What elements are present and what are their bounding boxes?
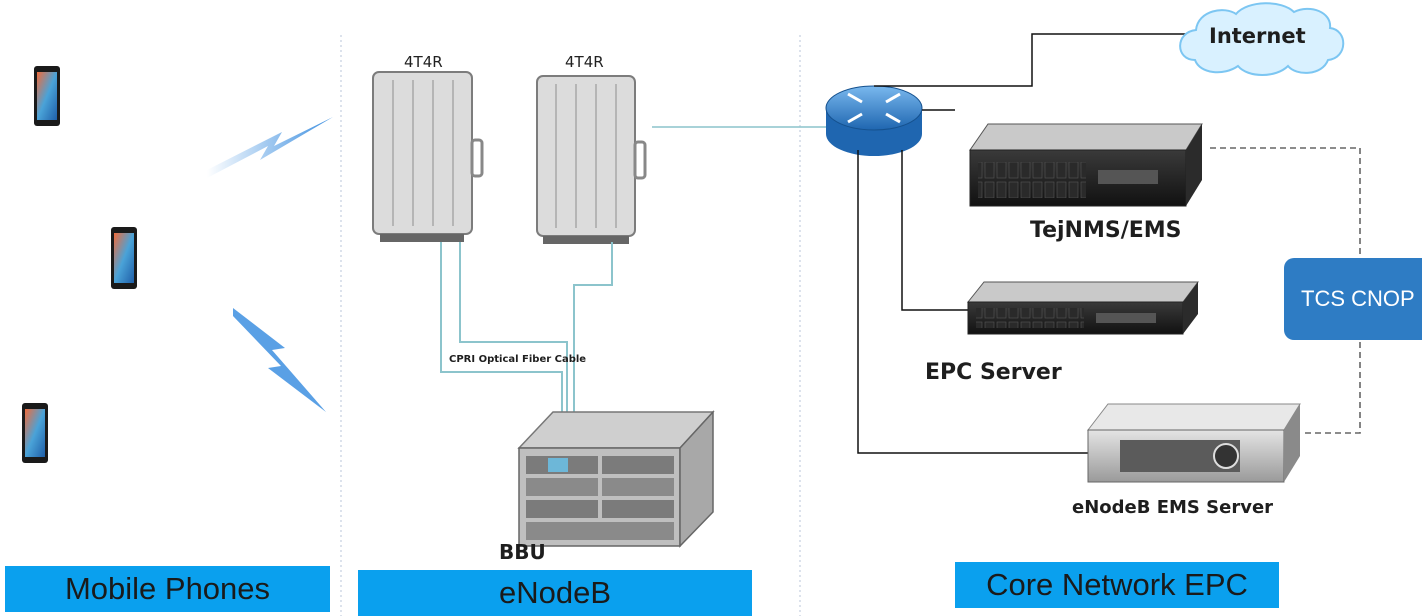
server-label-enodeb-ems: eNodeB EMS Server	[1072, 497, 1274, 518]
link-line	[901, 150, 978, 311]
server-icon	[969, 123, 1203, 207]
server-label-nms: TejNMS/EMS	[1030, 218, 1182, 243]
server-icon	[966, 281, 1199, 335]
fiber-cable	[459, 242, 568, 432]
server-icon	[1086, 403, 1301, 483]
wireless-link-icon	[207, 117, 333, 178]
internet-cloud-icon	[1179, 2, 1345, 76]
section-label-enodeb: eNodeB	[358, 570, 752, 616]
radio-unit-icon	[536, 75, 647, 244]
fiber-cable	[573, 242, 613, 432]
link-line	[857, 150, 1088, 454]
router-icon	[825, 85, 923, 156]
mobile-phone-icon	[111, 227, 137, 289]
cable-label: CPRI Optical Fiber Cable	[449, 354, 587, 365]
bbu-icon	[517, 410, 715, 548]
radio-unit-icon	[372, 71, 484, 242]
wireless-link-icon	[233, 308, 326, 412]
server-label-epc: EPC Server	[925, 360, 1062, 385]
management-link	[1305, 340, 1361, 434]
section-label-mobile: Mobile Phones	[5, 566, 330, 612]
link-line	[874, 33, 1192, 87]
radio-unit-label: 4T4R	[565, 53, 604, 71]
mobile-phone-icon	[34, 66, 60, 126]
management-link	[1210, 147, 1361, 258]
internet-label: Internet	[1209, 24, 1306, 48]
tcs-cnop-box: TCS CNOP	[1284, 258, 1422, 340]
mobile-phone-icon	[22, 403, 48, 463]
bbu-label: BBU	[499, 540, 546, 564]
radio-unit-label: 4T4R	[404, 53, 443, 71]
section-label-core: Core Network EPC	[955, 562, 1279, 608]
fiber-cable	[440, 242, 563, 432]
